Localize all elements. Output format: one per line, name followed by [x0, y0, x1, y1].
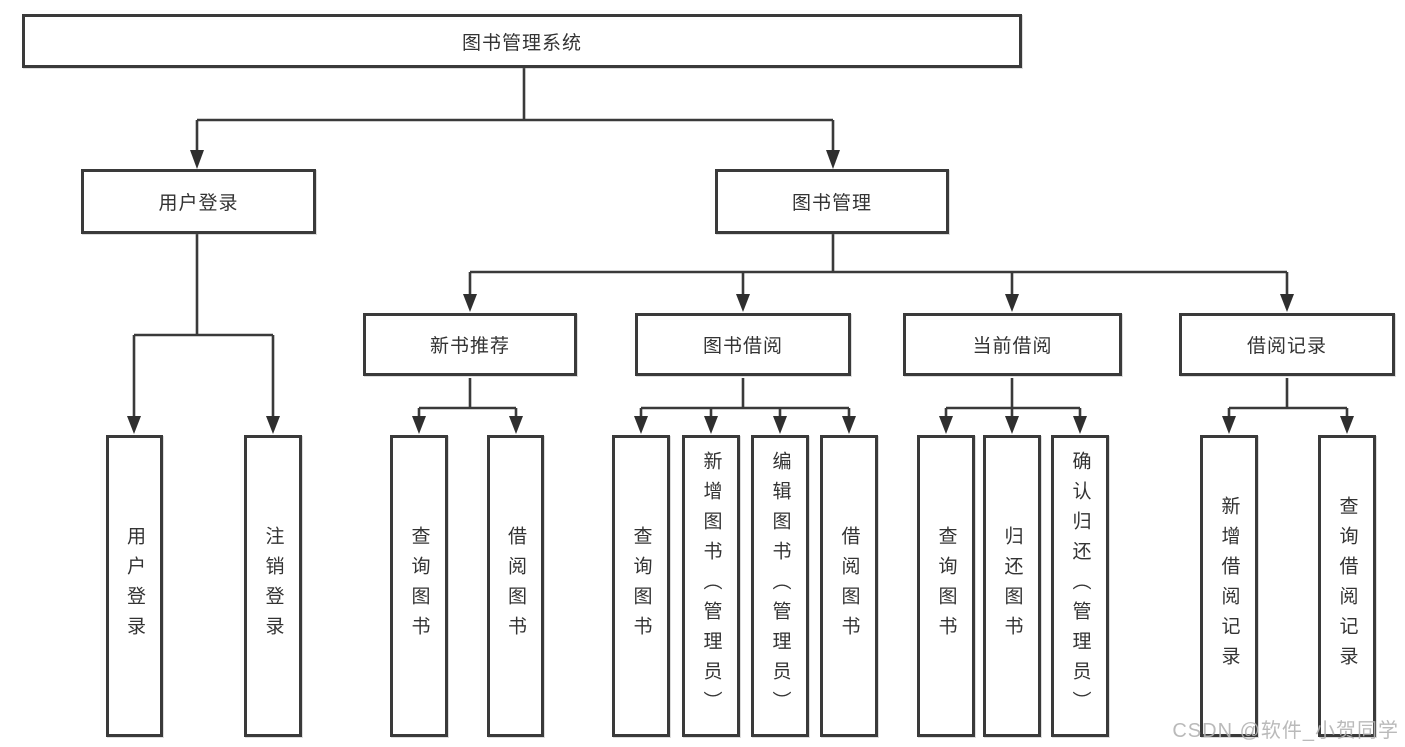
- leaf-borrow-books-2: 借阅图书: [820, 435, 878, 737]
- leaf-query-books-2: 查询图书: [612, 435, 670, 737]
- leaf-query-books-1: 查询图书: [390, 435, 448, 737]
- leaf-confirm-return-admin-label: 确认归还（管理员）: [1069, 451, 1091, 721]
- leaf-borrow-books-1: 借阅图书: [487, 435, 544, 737]
- leaf-user-login-label: 用户登录: [124, 526, 145, 646]
- node-current-borrow: 当前借阅: [903, 313, 1122, 376]
- node-user-login: 用户登录: [81, 169, 316, 234]
- connector-book-borrow-children: [634, 378, 856, 434]
- leaf-add-borrow-record: 新增借阅记录: [1200, 435, 1258, 737]
- node-library-system: 图书管理系统: [22, 14, 1022, 68]
- node-new-book-recommend: 新书推荐: [363, 313, 577, 376]
- node-book-borrow-label: 图书借阅: [702, 336, 783, 357]
- leaf-return-book-label: 归还图书: [1001, 526, 1023, 646]
- leaf-user-login: 用户登录: [106, 435, 163, 737]
- leaf-query-borrow-record: 查询借阅记录: [1318, 435, 1376, 737]
- leaf-query-books-2-label: 查询图书: [630, 526, 652, 646]
- node-borrow-records: 借阅记录: [1179, 313, 1395, 376]
- csdn-watermark: CSDN @软件_小贺同学: [1172, 720, 1399, 742]
- leaf-confirm-return-admin: 确认归还（管理员）: [1051, 435, 1109, 737]
- connector-current-borrow-children: [939, 378, 1087, 434]
- connector-new-book-children: [412, 378, 523, 434]
- leaf-edit-book-admin: 编辑图书（管理员）: [751, 435, 809, 737]
- leaf-query-books-3: 查询图书: [917, 435, 975, 737]
- node-book-borrow: 图书借阅: [635, 313, 851, 376]
- leaf-logout: 注销登录: [244, 435, 302, 737]
- node-user-login-label: 用户登录: [158, 193, 239, 214]
- node-new-book-recommend-label: 新书推荐: [429, 336, 510, 357]
- leaf-add-borrow-record-label: 新增借阅记录: [1218, 496, 1240, 676]
- leaf-borrow-books-1-label: 借阅图书: [505, 526, 526, 646]
- connector-root-to-level2: [190, 68, 840, 169]
- leaf-edit-book-admin-label: 编辑图书（管理员）: [769, 451, 791, 721]
- node-current-borrow-label: 当前借阅: [972, 336, 1053, 357]
- leaf-add-book-admin: 新增图书（管理员）: [682, 435, 740, 737]
- node-book-management-label: 图书管理: [791, 193, 872, 214]
- connector-user-login-children: [127, 234, 280, 434]
- node-book-management: 图书管理: [715, 169, 949, 234]
- leaf-query-books-3-label: 查询图书: [935, 526, 957, 646]
- leaf-add-book-admin-label: 新增图书（管理员）: [700, 451, 722, 721]
- connector-book-management-children: [463, 234, 1294, 312]
- leaf-query-borrow-record-label: 查询借阅记录: [1336, 496, 1358, 676]
- connector-borrow-records-children: [1222, 378, 1354, 434]
- leaf-logout-label: 注销登录: [262, 526, 284, 646]
- leaf-borrow-books-2-label: 借阅图书: [838, 526, 860, 646]
- leaf-return-book: 归还图书: [983, 435, 1041, 737]
- node-borrow-records-label: 借阅记录: [1246, 336, 1327, 357]
- leaf-query-books-1-label: 查询图书: [408, 526, 430, 646]
- node-library-system-label: 图书管理系统: [461, 32, 582, 54]
